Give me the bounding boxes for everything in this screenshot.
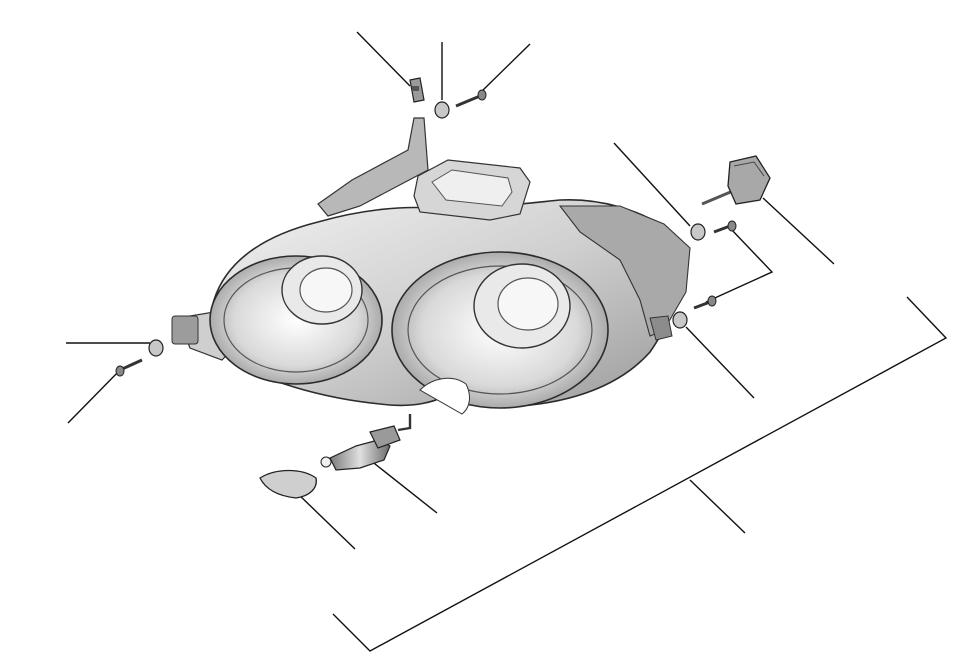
right-lens-rim <box>407 265 593 395</box>
washer-right-lower <box>672 311 688 329</box>
washer-top <box>434 101 450 119</box>
bracket-clip <box>409 77 425 103</box>
screw-right-upper <box>713 220 737 234</box>
leader-screw-top <box>479 43 531 94</box>
washer-right-upper <box>690 223 706 241</box>
screw-left <box>115 358 143 377</box>
right-projector-lens <box>497 277 559 331</box>
leader-igniter <box>762 197 835 265</box>
leader-screw-left <box>67 367 123 424</box>
right-mounting-lug <box>649 315 673 341</box>
leader-housing <box>689 479 746 534</box>
washer-left <box>148 339 164 357</box>
leader-cover-cap <box>295 491 356 550</box>
left-projector-lens <box>299 267 353 313</box>
bulb-socket <box>320 414 412 471</box>
leader-washer-right-lower <box>685 326 755 399</box>
leader-right-screws <box>705 227 774 303</box>
control-module-top <box>431 169 513 207</box>
screw-top <box>455 89 487 108</box>
headlamp-housing <box>171 117 691 415</box>
left-mount-pad <box>171 315 199 345</box>
leader-lines <box>66 31 948 652</box>
leader-bracket-clip <box>356 31 411 87</box>
upper-bracket-arm <box>317 117 429 217</box>
bulb-igniter <box>701 155 771 206</box>
leader-washer-right-upper <box>613 142 691 227</box>
cover-cap <box>259 469 317 499</box>
leader-housing-bracket <box>332 296 948 652</box>
leader-bulb-socket <box>369 459 438 514</box>
screw-right-lower <box>693 295 717 310</box>
housing-lower-cutout <box>419 377 470 415</box>
